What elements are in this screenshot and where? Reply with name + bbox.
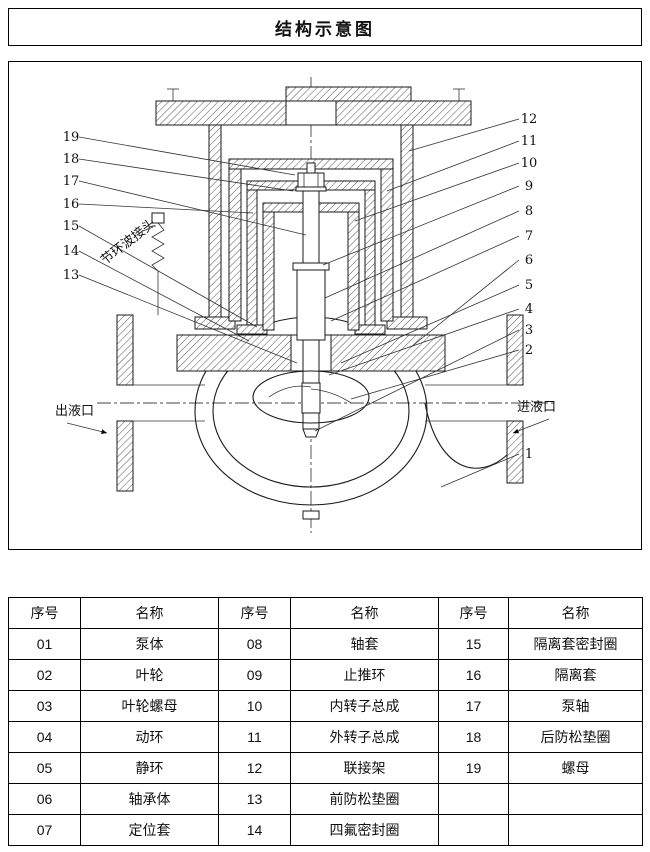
part-number-cell: 07 (8, 814, 81, 846)
part-name-cell: 轴承体 (80, 783, 219, 815)
header-index: 序号 (218, 597, 291, 629)
part-number-cell (438, 814, 509, 846)
part-number-cell: 04 (8, 721, 81, 753)
part-number-cell: 19 (438, 752, 509, 784)
part-name-cell: 定位套 (80, 814, 219, 846)
part-number-cell: 16 (438, 659, 509, 691)
part-name-cell: 联接架 (290, 752, 439, 784)
pump-drawing (116, 86, 524, 520)
part-name-cell: 轴套 (290, 628, 439, 660)
part-name-cell: 外转子总成 (290, 721, 439, 753)
callout-number: 3 (525, 323, 533, 338)
callout-number: 18 (63, 152, 80, 167)
callout-number: 14 (63, 244, 80, 259)
centerlines (97, 77, 557, 533)
connector-fitting (151, 212, 165, 224)
header-name: 名称 (508, 597, 643, 629)
part-name-cell: 内转子总成 (290, 690, 439, 722)
part-name-cell: 静环 (80, 752, 219, 784)
part-number-cell: 14 (218, 814, 291, 846)
callout-number: 7 (525, 229, 533, 244)
table-header-row: 序号 名称 序号 名称 序号 名称 (8, 597, 643, 629)
header-name: 名称 (80, 597, 219, 629)
callout-number: 8 (525, 204, 533, 219)
diagram-panel: 19 18 17 16 15 14 13 (8, 61, 642, 550)
part-number-cell: 01 (8, 628, 81, 660)
part-number-cell: 09 (218, 659, 291, 691)
suction-channel (424, 402, 508, 469)
part-name-cell: 止推环 (290, 659, 439, 691)
callout-number: 5 (525, 278, 533, 293)
callouts-right: 12 11 10 9 8 7 6 5 4 3 2 1 (314, 112, 538, 488)
header-index: 序号 (438, 597, 509, 629)
part-number-cell: 11 (218, 721, 291, 753)
part-name-cell: 后防松垫圈 (508, 721, 643, 753)
part-number-cell: 02 (8, 659, 81, 691)
callout-number: 1 (525, 447, 533, 462)
impeller (252, 370, 370, 424)
part-name-cell: 隔离套密封圈 (508, 628, 643, 660)
part-name-cell: 隔离套 (508, 659, 643, 691)
callout-number: 10 (521, 156, 538, 171)
part-name-cell: 泵体 (80, 628, 219, 660)
shaft-sleeve (296, 269, 326, 341)
callout-number: 17 (63, 174, 80, 189)
thrust-ring (292, 262, 330, 271)
part-number-cell: 08 (218, 628, 291, 660)
callout-number: 2 (525, 343, 533, 358)
part-number-cell: 05 (8, 752, 81, 784)
callout-number: 19 (63, 130, 80, 145)
part-name-cell (508, 783, 643, 815)
part-name-cell: 四氟密封圈 (290, 814, 439, 846)
part-name-cell: 叶轮螺母 (80, 690, 219, 722)
part-number-cell: 13 (218, 783, 291, 815)
part-name-cell: 叶轮 (80, 659, 219, 691)
part-number-cell: 06 (8, 783, 81, 815)
title-bar: 结构示意图 (8, 8, 642, 46)
callout-number: 15 (63, 219, 80, 234)
callout-number: 9 (525, 179, 533, 194)
part-name-cell: 泵轴 (508, 690, 643, 722)
callouts-left: 19 18 17 16 15 14 13 (63, 130, 307, 364)
callout-number: 12 (521, 112, 538, 127)
part-number-cell: 10 (218, 690, 291, 722)
callout-number: 11 (521, 134, 538, 149)
part-number-cell: 17 (438, 690, 509, 722)
connector-hose (151, 222, 165, 315)
page-title: 结构示意图 (275, 19, 375, 39)
outlet-label: 出液口 (55, 403, 94, 418)
part-number-cell (438, 783, 509, 815)
part-number-cell: 15 (438, 628, 509, 660)
inlet-label: 进液口 (517, 399, 556, 414)
header-name: 名称 (290, 597, 439, 629)
callout-number: 16 (63, 197, 80, 212)
part-name-cell: 动环 (80, 721, 219, 753)
part-number-cell: 12 (218, 752, 291, 784)
part-name-cell (508, 814, 643, 846)
part-name-cell: 螺母 (508, 752, 643, 784)
lock-washer (295, 186, 327, 192)
callout-number: 6 (525, 253, 533, 268)
part-number-cell: 18 (438, 721, 509, 753)
drain-plug (302, 510, 320, 520)
pump-structure-diagram: 19 18 17 16 15 14 13 (55, 77, 557, 533)
top-nut (297, 172, 325, 188)
part-number-cell: 03 (8, 690, 81, 722)
part-name-cell: 前防松垫圈 (290, 783, 439, 815)
header-index: 序号 (8, 597, 81, 629)
callout-number: 4 (525, 302, 533, 317)
callout-number: 13 (63, 268, 80, 283)
